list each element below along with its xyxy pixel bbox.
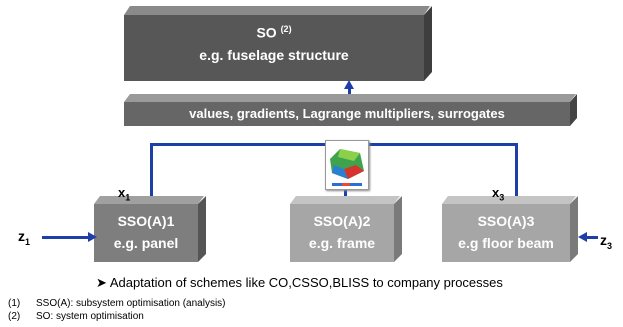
z3-arrow-line bbox=[586, 236, 598, 239]
x3-label: x3 bbox=[492, 185, 505, 203]
so-subtitle: e.g. fuselage structure bbox=[199, 46, 349, 63]
sso2-title: SSO(A)2 bbox=[313, 213, 371, 229]
left-arrow-icon bbox=[578, 232, 587, 242]
x1-label: x1 bbox=[118, 185, 131, 203]
footnote-1: (1)SSO(A): subsystem optimisation (analy… bbox=[8, 298, 226, 309]
surrogate-plot-icon bbox=[325, 140, 369, 190]
so-title: SO bbox=[256, 24, 277, 41]
exchange-bar-text: values, gradients, Lagrange multipliers,… bbox=[189, 106, 505, 121]
sso1-subtitle: e.g. panel bbox=[113, 235, 179, 251]
so-superscript: (2) bbox=[280, 24, 292, 34]
sso1-title: SSO(A)1 bbox=[117, 213, 175, 229]
up-arrow-icon bbox=[344, 80, 354, 89]
z1-label: z1 bbox=[18, 228, 31, 247]
bullet-text: ➤ Adaptation of schemes like CO,CSSO,BLI… bbox=[96, 275, 503, 291]
connector-left-vertical bbox=[150, 143, 153, 201]
bullet-content: Adaptation of schemes like CO,CSSO,BLISS… bbox=[109, 275, 503, 290]
footnote-2: (2)SO: system optimisation bbox=[8, 311, 144, 322]
right-arrow-icon bbox=[88, 232, 97, 242]
sso3-title: SSO(A)3 bbox=[477, 213, 535, 229]
sso3-subtitle: e.g floor beam bbox=[458, 235, 554, 251]
bullet-arrow-icon: ➤ bbox=[96, 275, 107, 290]
connector-right-vertical bbox=[515, 143, 518, 201]
sso2-subtitle: e.g. frame bbox=[308, 235, 376, 251]
z1-arrow-line bbox=[42, 236, 92, 239]
z3-label: z3 bbox=[600, 232, 613, 251]
